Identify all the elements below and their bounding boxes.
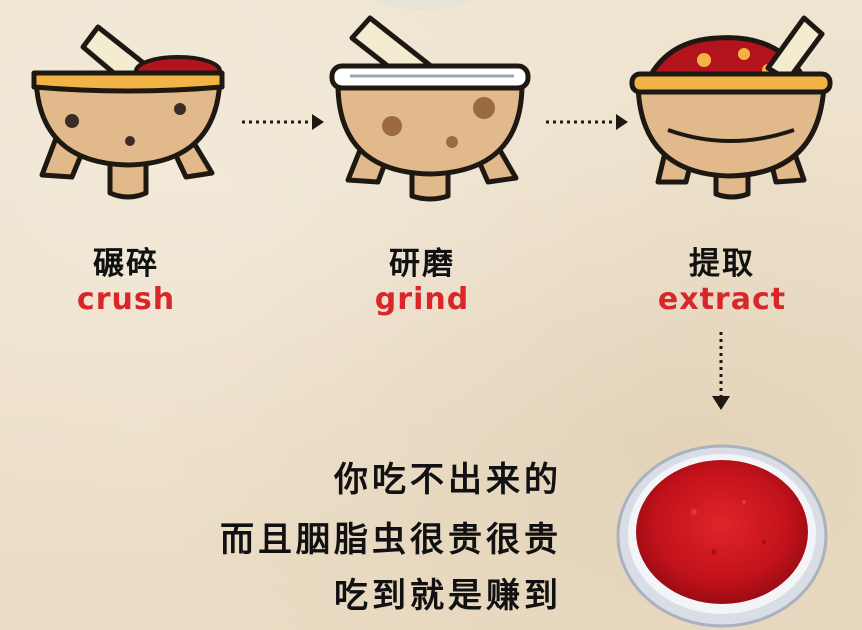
- step-crush-en-label: crush: [76, 282, 176, 317]
- mortar-pestle-crush-icon: [28, 15, 228, 200]
- arrow-right-icon: [544, 112, 630, 132]
- step-grind-en-label: grind: [374, 282, 470, 317]
- step-crush-cn-label: 碾碎: [93, 246, 159, 282]
- mortar-pestle-grind-icon: [324, 12, 534, 202]
- arrow-right-icon: [240, 112, 326, 132]
- step-extract-en-label: extract: [657, 282, 787, 317]
- tagline-line-3: 吃到就是赚到: [334, 576, 562, 616]
- decorative-arc: [360, 0, 490, 10]
- arrow-down-icon: [710, 330, 732, 412]
- tagline-line-1: 你吃不出来的: [334, 460, 562, 500]
- step-grind-cn-label: 研磨: [389, 246, 455, 282]
- red-powder-dish-icon: [614, 432, 830, 630]
- step-extract-cn-label: 提取: [689, 246, 755, 282]
- mortar-pestle-extract-icon: [628, 10, 833, 200]
- tagline-line-2: 而且胭脂虫很贵很贵: [220, 520, 562, 560]
